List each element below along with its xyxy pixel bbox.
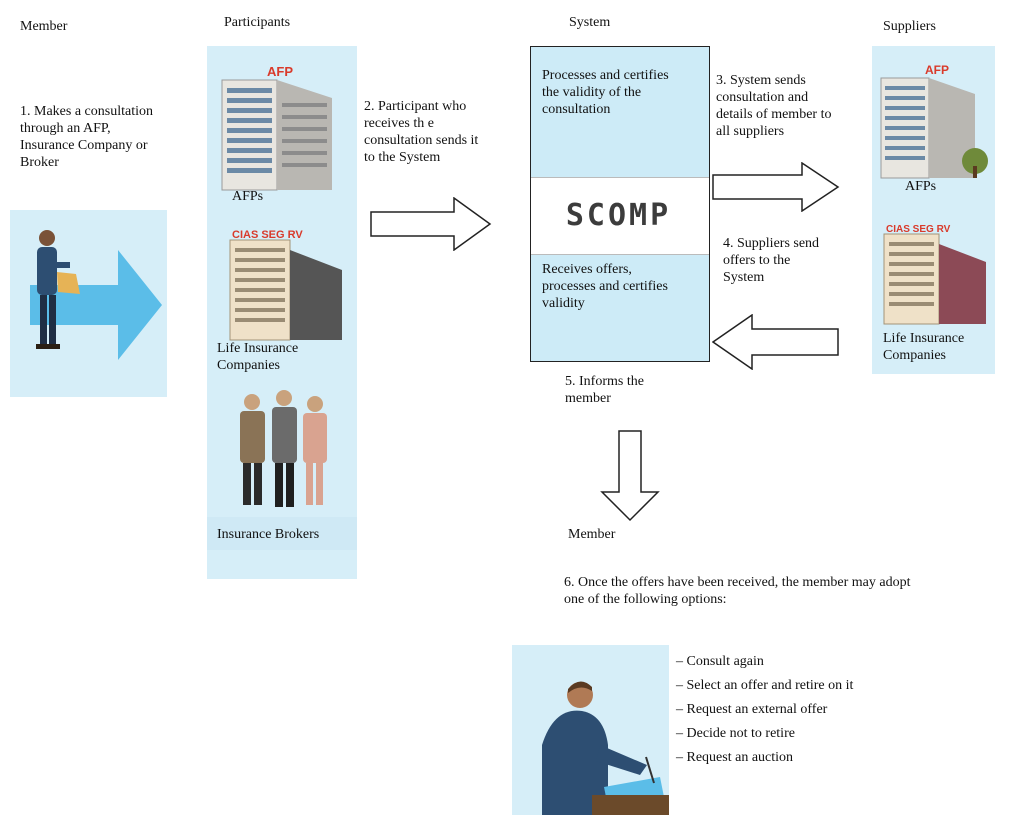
insurer-sign: CIAS SEG RV xyxy=(232,229,303,241)
afp-building-icon: AFP xyxy=(221,64,332,191)
option-item: – Request an external offer xyxy=(676,702,828,717)
step3-text: 3. System sends consultation and details… xyxy=(716,73,832,139)
option-item: – Select an offer and retire on it xyxy=(676,678,854,693)
scomp-logo: SCOMP xyxy=(565,198,672,233)
supplier-afp-building-icon: AFP xyxy=(880,63,988,179)
supplier-afps-label: AFPs xyxy=(905,179,937,194)
member-header: Member xyxy=(20,19,68,34)
scomp-logo-band: SCOMP xyxy=(531,177,709,255)
arrow-to-system-from-suppliers xyxy=(712,314,839,370)
supplier-life-insurance-label: Life Insurance Companies xyxy=(883,331,965,363)
options-list: – Consult again – Select an offer and re… xyxy=(676,653,853,773)
participants-header: Participants xyxy=(224,15,291,30)
supplier-insurer-sign: CIAS SEG RV xyxy=(886,224,951,235)
step5-text: 5. Informs the member xyxy=(565,374,644,406)
arrow-to-member xyxy=(600,430,660,522)
step1-text: 1. Makes a consultation through an AFP, … xyxy=(20,104,153,170)
participant-brokers-label: Insurance Brokers xyxy=(217,527,320,542)
member-arrow-icon xyxy=(30,250,162,360)
option-item: – Consult again xyxy=(676,654,764,669)
system-header: System xyxy=(569,15,611,30)
person-writing-icon xyxy=(542,681,669,815)
system-top-text: Processes and certifies the validity of … xyxy=(542,68,669,117)
member-illustration xyxy=(10,210,167,397)
participant-life-insurance-label: Life Insurance Companies xyxy=(217,341,299,373)
afp-sign: AFP xyxy=(267,64,293,79)
supplier-insurer-building-icon: CIAS SEG RV xyxy=(883,224,986,325)
step2-text: 2. Participant who receives th e consult… xyxy=(364,99,479,165)
brokers-people-icon xyxy=(240,390,327,507)
step6-text: 6. Once the offers have been received, t… xyxy=(564,575,911,607)
suppliers-header: Suppliers xyxy=(883,19,936,34)
system-box: Processes and certifies the validity of … xyxy=(530,46,710,362)
brokers-label-band xyxy=(207,517,357,550)
option-item: – Request an auction xyxy=(676,750,794,765)
step4-text: 4. Suppliers send offers to the System xyxy=(723,236,820,285)
participant-afps-label: AFPs xyxy=(232,189,264,204)
member-bottom-label: Member xyxy=(568,527,616,542)
arrow-to-suppliers xyxy=(712,162,840,212)
person-icon xyxy=(36,230,80,349)
member-desk-illustration xyxy=(512,645,669,815)
option-item: – Decide not to retire xyxy=(676,726,795,741)
arrow-to-system xyxy=(370,197,492,251)
system-bottom-text: Receives offers, processes and certifies… xyxy=(542,262,668,311)
supplier-afp-sign: AFP xyxy=(925,63,949,77)
insurer-building-icon: CIAS SEG RV xyxy=(229,229,342,341)
